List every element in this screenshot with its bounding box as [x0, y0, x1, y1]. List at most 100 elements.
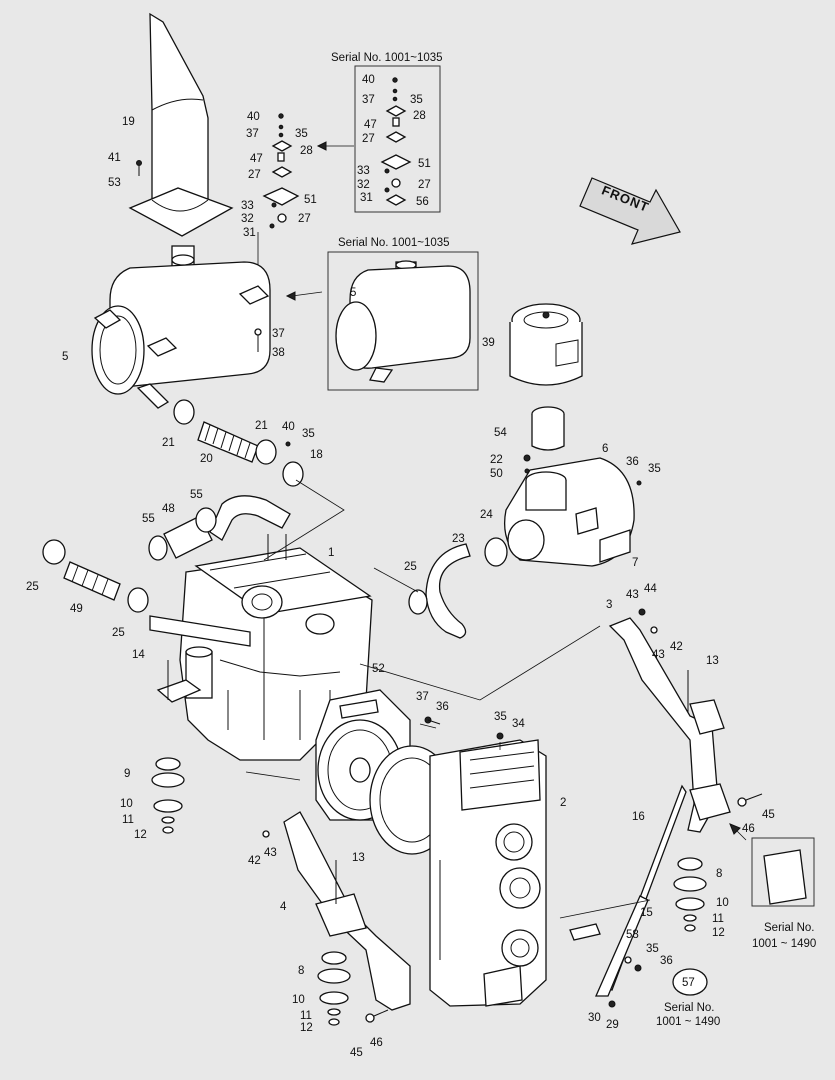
- label-35b: 35: [410, 94, 423, 106]
- label-44: 44: [644, 583, 657, 595]
- label-2: 2: [560, 797, 566, 809]
- label-54: 54: [494, 427, 507, 439]
- label-48: 48: [162, 503, 175, 515]
- label-45b: 45: [350, 1047, 363, 1059]
- label-20: 20: [200, 453, 213, 465]
- label-8b: 8: [716, 868, 722, 880]
- label-58: 58: [626, 929, 639, 941]
- bolt-36: [636, 480, 642, 486]
- transmission-hardware: [262, 608, 763, 1023]
- part-labels: 19 41 53 40 37 35 28 47 27 51 33 32 27 3…: [26, 74, 816, 1059]
- bottom-mount-cushions: [317, 951, 351, 1026]
- air-cleaner-body: [503, 457, 635, 567]
- label-15: 15: [640, 907, 653, 919]
- label-18: 18: [310, 449, 323, 461]
- label-34: 34: [512, 718, 525, 730]
- label-10b: 10: [292, 994, 305, 1006]
- label-33b: 33: [357, 165, 370, 177]
- serial-kit-hardware: [380, 77, 412, 206]
- serial-kit-frame: [354, 65, 441, 213]
- label-27c: 27: [362, 133, 375, 145]
- label-11c: 11: [712, 913, 724, 925]
- front-direction-arrow: FRONT: [579, 177, 681, 245]
- right-bracket-detail-frame: [751, 837, 815, 907]
- label-36a: 36: [626, 456, 639, 468]
- label-47a: 47: [250, 153, 263, 165]
- hardware-stack-left: [262, 113, 300, 229]
- label-21b: 21: [255, 420, 268, 432]
- serial-note-right-line1: Serial No.: [764, 922, 815, 934]
- label-35a: 35: [295, 128, 308, 140]
- tube-bracket: [569, 923, 601, 941]
- label-4: 4: [280, 901, 287, 913]
- label-9: 9: [124, 768, 130, 780]
- hose-49-ribs: [71, 565, 109, 596]
- callout-57: 57: [682, 977, 695, 989]
- label-33a: 33: [241, 200, 254, 212]
- arrowhead-kit: [316, 141, 327, 151]
- label-5b: 5: [350, 287, 356, 299]
- label-35c: 35: [302, 428, 315, 440]
- arrow-inset-to-muffler: [291, 291, 323, 297]
- clamp-25-left: [42, 539, 66, 565]
- serial-kit-caption: Serial No. 1001~1035: [331, 52, 443, 64]
- label-22: 22: [490, 454, 503, 466]
- label-32b: 32: [357, 179, 370, 191]
- flex-pipe-ribs: [204, 424, 251, 459]
- clamp-21-right: [255, 439, 277, 465]
- label-51a: 51: [304, 194, 317, 206]
- label-29: 29: [606, 1019, 619, 1031]
- fitting-50: [524, 468, 530, 474]
- label-27b: 27: [298, 213, 311, 225]
- pre-cleaner: [531, 406, 565, 451]
- assembly-guide-lines: [245, 479, 651, 919]
- hose-49: [63, 561, 121, 601]
- label-6: 6: [602, 443, 608, 455]
- fitting-22: [523, 454, 531, 462]
- label-30: 30: [588, 1012, 601, 1024]
- label-46b: 46: [370, 1037, 383, 1049]
- clamp-21-left: [173, 399, 195, 425]
- label-52: 52: [372, 663, 385, 675]
- label-7: 7: [632, 557, 638, 569]
- label-23: 23: [452, 533, 465, 545]
- right-mount-cushions: [673, 857, 707, 932]
- clamp-25-right: [408, 589, 428, 615]
- label-32a: 32: [241, 213, 254, 225]
- label-42b: 42: [248, 855, 261, 867]
- label-56: 56: [416, 196, 429, 208]
- label-51b: 51: [418, 158, 431, 170]
- label-12a: 12: [134, 829, 147, 841]
- label-49: 49: [70, 603, 83, 615]
- label-45a: 45: [762, 809, 775, 821]
- label-11a: 11: [122, 814, 134, 826]
- right-mount-bracket: [608, 617, 731, 833]
- label-47b: 47: [364, 119, 377, 131]
- left-mount-bracket: [283, 811, 411, 1011]
- label-11b: 11: [300, 1010, 312, 1022]
- label-50: 50: [490, 468, 503, 480]
- label-14: 14: [132, 649, 145, 661]
- turbo-pipe: [209, 495, 291, 541]
- muffler-inset: [335, 260, 471, 383]
- label-10a: 10: [120, 798, 133, 810]
- label-31a: 31: [243, 227, 256, 239]
- label-43c: 43: [264, 847, 277, 859]
- left-mount-cushions: [151, 660, 185, 834]
- label-12b: 12: [300, 1022, 313, 1034]
- flex-pipe: [197, 421, 259, 463]
- muffler-inset-frame: [327, 251, 479, 391]
- label-55a: 55: [190, 489, 203, 501]
- muffler-inset-caption: Serial No. 1001~1035: [338, 237, 450, 249]
- label-3: 3: [606, 599, 612, 611]
- label-40a: 40: [247, 111, 260, 123]
- label-46a: 46: [742, 823, 755, 835]
- label-38: 38: [272, 347, 285, 359]
- label-55b: 55: [142, 513, 155, 525]
- label-37a: 37: [246, 128, 259, 140]
- label-53: 53: [108, 177, 121, 189]
- label-5a: 5: [62, 351, 68, 363]
- label-27d: 27: [418, 179, 431, 191]
- label-8a: 8: [298, 965, 304, 977]
